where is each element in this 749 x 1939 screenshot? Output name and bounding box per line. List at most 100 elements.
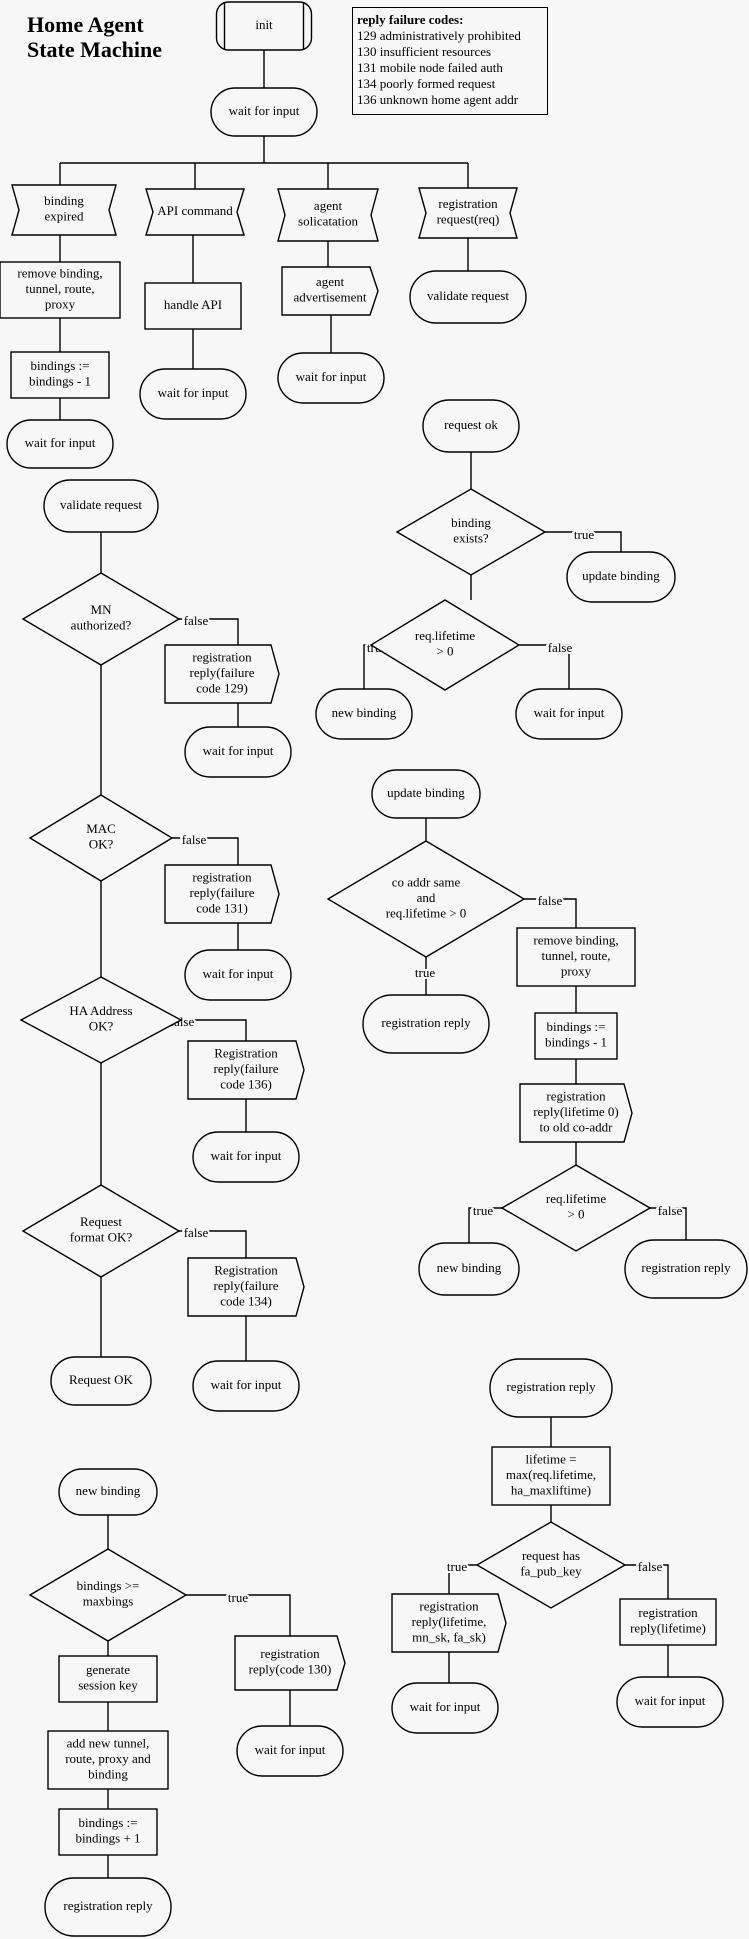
node-label: request(req) xyxy=(437,212,500,227)
node-label: exists? xyxy=(453,531,489,546)
edge-label-false: false xyxy=(182,832,207,847)
edge-label-false: false xyxy=(184,1225,209,1240)
terminal-shape xyxy=(624,1239,748,1299)
failure-codes-legend: reply failure codes: 129 administrativel… xyxy=(352,7,548,115)
legend-code: 131 mobile node failed auth xyxy=(357,60,503,75)
node-label: tunnel, route, xyxy=(26,281,95,296)
node-label: new binding xyxy=(332,705,397,720)
node-label: wait for input xyxy=(203,743,274,758)
decision-shape xyxy=(28,794,174,882)
terminal-shape xyxy=(418,1242,520,1296)
node-label: binding xyxy=(88,1766,128,1781)
node-label: reply(failure xyxy=(190,665,255,680)
input-signal-shape xyxy=(145,188,245,236)
input-signal-shape xyxy=(277,188,379,242)
decision-shape xyxy=(28,1548,188,1642)
node-label: bindings - 1 xyxy=(545,1035,607,1050)
node-init: init xyxy=(215,1,313,51)
node-wait-agent: wait for input xyxy=(277,352,385,404)
node-label: validate request xyxy=(427,288,509,303)
connector-line xyxy=(448,1564,477,1594)
node-label: req.lifetime > 0 xyxy=(386,905,467,920)
node-label: generate xyxy=(86,1662,130,1677)
connector-line xyxy=(179,618,239,645)
input-signal-shape xyxy=(418,187,518,239)
node-wait-api: wait for input xyxy=(139,368,247,420)
node-wait-req-ok: wait for input xyxy=(515,688,623,740)
edge-label-false: false xyxy=(658,1203,683,1218)
node-label: code 131) xyxy=(196,900,248,915)
title-line-2: State Machine xyxy=(27,37,163,62)
node-label: registration xyxy=(638,1605,698,1620)
node-label: reply(lifetime 0) xyxy=(533,1104,619,1119)
node-bindings-dec-2: bindings :=bindings - 1 xyxy=(534,1012,618,1060)
terminal-shape xyxy=(422,399,520,453)
node-lifetime-pos-2: req.lifetime> 0 xyxy=(500,1164,652,1252)
node-label: update binding xyxy=(387,785,465,800)
node-label: code 134) xyxy=(220,1293,272,1308)
node-label: wait for input xyxy=(211,1148,282,1163)
node-label: advertisement xyxy=(294,290,367,305)
node-label: req.lifetime xyxy=(546,1191,607,1206)
node-wait-129: wait for input xyxy=(184,726,292,778)
terminal-shape xyxy=(58,1468,158,1516)
start-shape xyxy=(215,1,313,51)
connector-line xyxy=(181,1019,247,1041)
node-bindings-inc: bindings :=bindings + 1 xyxy=(58,1808,158,1856)
node-label: API command xyxy=(157,203,233,218)
node-wait-134: wait for input xyxy=(192,1360,300,1412)
process-shape xyxy=(619,1598,717,1646)
node-label: Registration xyxy=(214,1045,278,1060)
edge-label-true: true xyxy=(574,527,594,542)
node-label: agent xyxy=(316,274,345,289)
node-new-binding-2: new binding xyxy=(418,1242,520,1296)
node-label: binding xyxy=(44,193,84,208)
node-label: remove binding, xyxy=(533,932,618,947)
legend-code: 134 poorly formed request xyxy=(357,76,496,91)
node-label: maxbings xyxy=(83,1594,134,1609)
terminal-shape xyxy=(50,1356,152,1406)
node-label: proxy xyxy=(45,296,76,311)
edge-label-true: true xyxy=(228,1590,248,1605)
node-bindings-dec-1: bindings :=bindings - 1 xyxy=(10,351,110,399)
connector-line xyxy=(545,531,622,552)
decision-shape xyxy=(475,1521,627,1609)
node-label: bindings := xyxy=(547,1019,606,1034)
node-label: add new tunnel, xyxy=(67,1735,150,1750)
node-label: expired xyxy=(45,209,84,224)
node-label: wait for input xyxy=(203,966,274,981)
node-registration-reply-1: registration reply xyxy=(362,994,490,1054)
node-label: wait for input xyxy=(158,385,229,400)
node-label: fa_pub_key xyxy=(520,1564,582,1579)
node-label: handle API xyxy=(164,297,222,312)
node-label: wait for input xyxy=(229,103,300,118)
node-lifetime-max: lifetime =max(req.lifetime,ha_maxliftime… xyxy=(491,1446,611,1506)
edge-label-false: false xyxy=(184,613,209,628)
terminal-shape xyxy=(236,1725,344,1777)
terminal-shape xyxy=(489,1358,613,1418)
node-label: OK? xyxy=(89,1019,114,1034)
node-label: wait for input xyxy=(635,1693,706,1708)
node-label: Request xyxy=(80,1214,122,1229)
node-label: max(req.lifetime, xyxy=(506,1467,596,1482)
connector-line xyxy=(363,644,371,689)
node-registration-reply-4: registration reply xyxy=(44,1877,172,1937)
node-label: proxy xyxy=(561,963,592,978)
edge-label-false: false xyxy=(638,1559,663,1574)
node-label: session key xyxy=(78,1678,138,1693)
process-shape xyxy=(58,1655,158,1703)
node-label: tunnel, route, xyxy=(542,948,611,963)
node-label: ha_maxliftime) xyxy=(511,1482,591,1497)
node-label: req.lifetime xyxy=(415,628,476,643)
process-shape xyxy=(10,351,110,399)
terminal-shape xyxy=(184,726,292,778)
